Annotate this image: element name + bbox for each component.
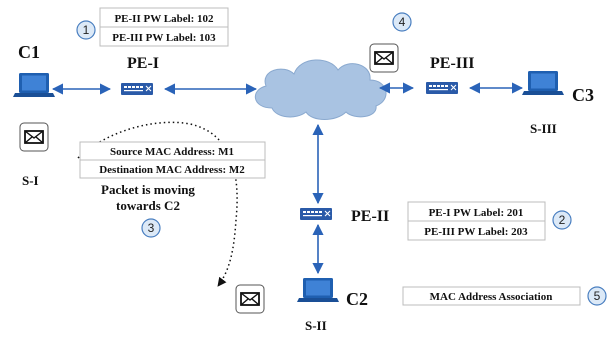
packet-text-line: towards C2 (116, 198, 180, 213)
envelope-s1-icon (19, 122, 49, 152)
pe1-table-row: PE-II PW Label: 102 (114, 13, 214, 25)
svg-text:5: 5 (594, 289, 601, 303)
node-label-c3: C3 (572, 85, 594, 105)
node-label-c1: C1 (18, 42, 40, 62)
node-label-pe1: PE-I (127, 55, 159, 72)
site-label-s3: S-III (530, 121, 557, 136)
step-badge-4: 4 (392, 12, 412, 32)
switch-pe1-icon (120, 82, 154, 96)
mac-table-row: Source MAC Address: M1 (110, 146, 234, 158)
switch-pe3-icon (425, 81, 459, 95)
site-label-s1: S-I (22, 173, 39, 188)
laptop-c2-icon (297, 278, 339, 302)
laptop-c1-icon (13, 73, 55, 97)
pe2-table-row: PE-III PW Label: 203 (424, 226, 528, 238)
site-label-s2: S-II (305, 318, 327, 333)
step-badge-1: 1 (76, 20, 96, 40)
svg-text:2: 2 (559, 213, 566, 227)
node-label-pe2: PE-II (351, 208, 389, 225)
links (51, 82, 524, 275)
node-label-c2: C2 (346, 289, 368, 309)
mac-table-row: Destination MAC Address: M2 (99, 164, 245, 176)
packet-text-line: Packet is moving (101, 182, 195, 197)
step-badge-3: 3 (141, 218, 161, 238)
svg-text:4: 4 (399, 15, 406, 29)
laptop-c3-icon (522, 71, 564, 95)
envelope-s3-icon (369, 43, 399, 73)
node-label-pe3: PE-III (430, 55, 474, 72)
mac-association-label: MAC Address Association (430, 291, 553, 303)
switch-pe2-icon (299, 207, 333, 221)
step-badge-2: 2 (552, 210, 572, 230)
pe1-table-row: PE-III PW Label: 103 (112, 32, 216, 44)
mac-address-table: Source MAC Address: M1 Destination MAC A… (79, 141, 266, 179)
cloud-icon (255, 59, 387, 120)
packet-path (77, 121, 238, 287)
envelope-s2-icon (235, 284, 265, 314)
svg-text:3: 3 (148, 221, 155, 235)
pe2-label-table: PE-I PW Label: 201 PE-III PW Label: 203 (407, 201, 546, 241)
svg-text:1: 1 (83, 23, 90, 37)
pe1-label-table: PE-II PW Label: 102 PE-III PW Label: 103 (99, 7, 229, 47)
step-badge-5: 5 (587, 286, 607, 306)
mac-association-box: MAC Address Association (402, 286, 581, 306)
pe2-table-row: PE-I PW Label: 201 (429, 207, 524, 219)
